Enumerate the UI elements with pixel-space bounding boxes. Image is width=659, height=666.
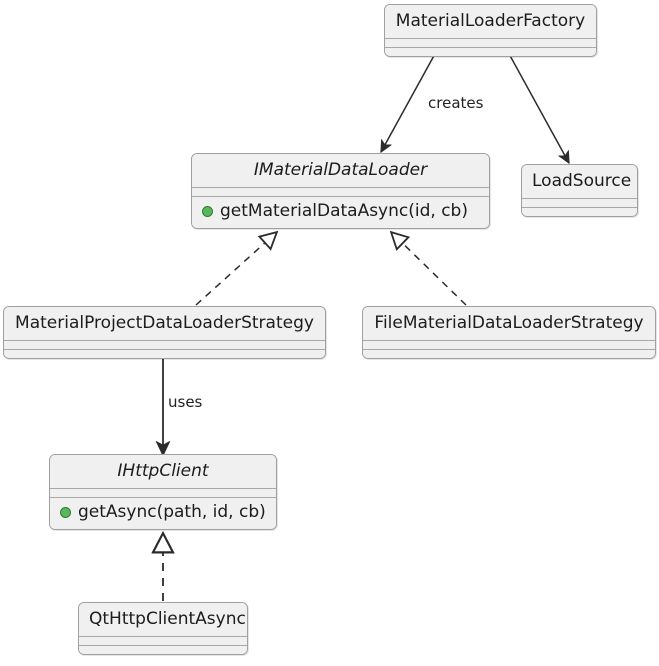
green-circle-icon — [60, 507, 71, 518]
operation-label: getAsync(path, id, cb) — [78, 502, 266, 522]
attributes-compartment — [4, 340, 325, 349]
operations-compartment — [363, 349, 655, 358]
attributes-compartment — [363, 340, 655, 349]
attributes-compartment — [50, 488, 276, 497]
interface-node-ihttp-client[interactable]: IHttpClient getAsync(path, id, cb) — [49, 454, 277, 530]
operation-row: getAsync(path, id, cb) — [60, 502, 266, 523]
interface-node-imaterial-data-loader[interactable]: IMaterialDataLoader getMaterialDataAsync… — [191, 153, 490, 229]
operations-compartment: getMaterialDataAsync(id, cb) — [192, 196, 489, 228]
attributes-compartment — [192, 187, 489, 196]
interface-title-imaterial-data-loader: IMaterialDataLoader — [192, 154, 489, 187]
class-node-qt-http-client-async[interactable]: QtHttpClientAsync — [78, 602, 248, 655]
attributes-compartment — [522, 198, 637, 207]
class-node-load-source[interactable]: LoadSource — [521, 164, 638, 217]
operations-compartment — [385, 47, 596, 56]
attributes-compartment — [385, 38, 596, 47]
edge-label-uses: uses — [168, 393, 203, 411]
operations-compartment: getAsync(path, id, cb) — [50, 497, 276, 529]
operations-compartment — [522, 207, 637, 216]
operation-label: getMaterialDataAsync(id, cb) — [220, 201, 468, 221]
class-title-material-project-data-loader-strategy: MaterialProjectDataLoaderStrategy — [4, 307, 325, 340]
edge-label-creates: creates — [428, 94, 484, 112]
green-circle-icon — [202, 206, 213, 217]
operation-row: getMaterialDataAsync(id, cb) — [202, 201, 477, 222]
attributes-compartment — [79, 636, 247, 645]
class-title-material-loader-factory: MaterialLoaderFactory — [385, 5, 596, 38]
edge-mpstrategy-realizes-loader — [195, 232, 277, 306]
class-node-material-project-data-loader-strategy[interactable]: MaterialProjectDataLoaderStrategy — [3, 306, 326, 359]
interface-title-ihttp-client: IHttpClient — [50, 455, 276, 488]
operations-compartment — [79, 645, 247, 654]
edge-factory-to-loadsource — [507, 51, 570, 164]
edge-filestrategy-realizes-loader — [391, 232, 467, 306]
class-title-file-material-data-loader-strategy: FileMaterialDataLoaderStrategy — [363, 307, 655, 340]
class-node-material-loader-factory[interactable]: MaterialLoaderFactory — [384, 4, 597, 57]
class-title-load-source: LoadSource — [522, 165, 637, 198]
operations-compartment — [4, 349, 325, 358]
class-title-qt-http-client-async: QtHttpClientAsync — [79, 603, 247, 636]
class-node-file-material-data-loader-strategy[interactable]: FileMaterialDataLoaderStrategy — [362, 306, 656, 359]
